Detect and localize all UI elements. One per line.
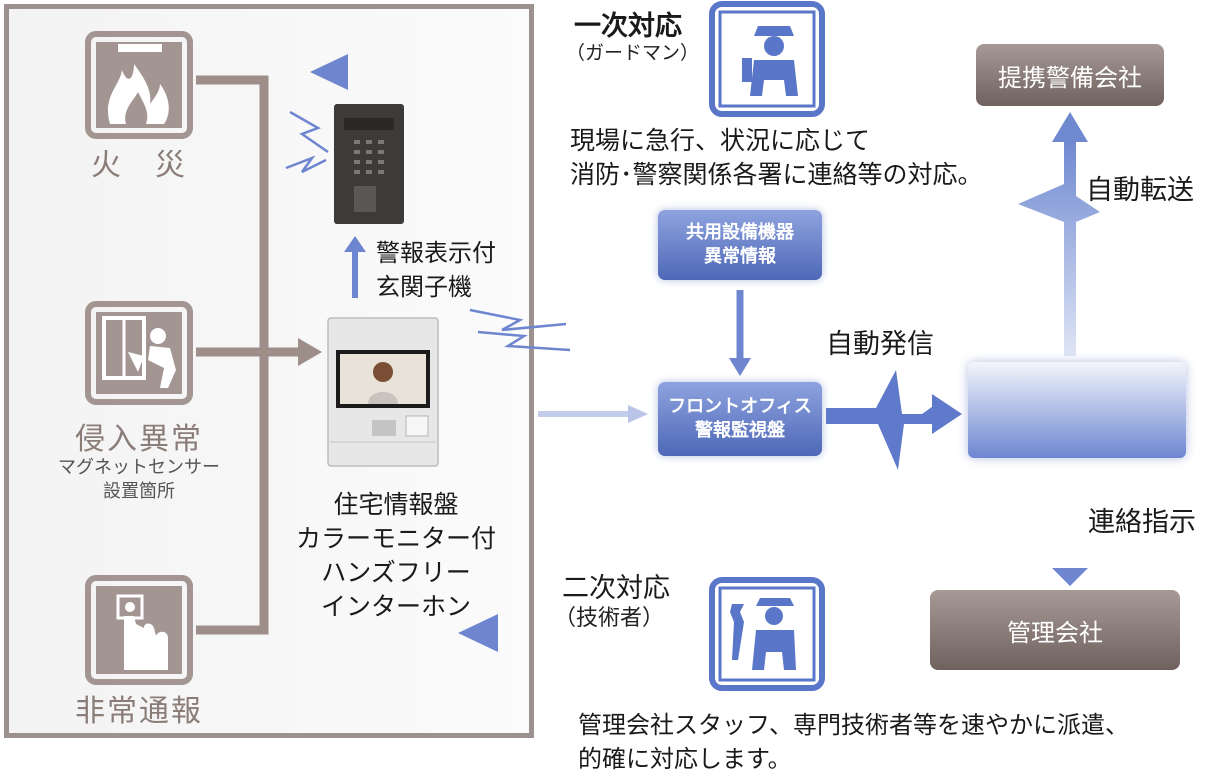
central-monitoring-box: [968, 362, 1186, 458]
guard-icon: [709, 1, 825, 117]
shared-equipment-box: 共用設備機器 異常情報: [658, 210, 822, 280]
front-office-box: フロントオフィス 警報監視盤: [658, 382, 822, 456]
primary-response-title: 一次対応: [574, 11, 682, 42]
auto-transfer-label: 自動転送: [1086, 175, 1194, 206]
sensor-connector-lines: [196, 75, 300, 635]
contact-arrow: [1052, 568, 1088, 586]
technician-icon: [709, 577, 825, 691]
contact-instruction-label: 連絡指示: [1088, 507, 1196, 538]
entrance-arrow: [344, 236, 366, 252]
partner-security-box: 提携警備会社: [976, 44, 1164, 106]
shared-equipment-label: 共用設備機器 異常情報: [686, 222, 794, 267]
partner-security-label: 提携警備会社: [998, 63, 1142, 92]
primary-response-sub: （ガードマン）: [566, 42, 700, 64]
primary-response-description: 現場に急行、状況に応じて 消防･警察関係各署に連絡等の対応。: [570, 126, 983, 189]
secondary-response-title: 二次対応: [562, 573, 670, 604]
fire-label: 火 災: [91, 148, 187, 183]
emergency-label: 非常通報: [75, 694, 203, 729]
management-company-label: 管理会社: [1007, 618, 1103, 647]
entrance-unit-label: 警報表示付 玄関子機: [376, 239, 496, 301]
shared-equipment-arrow: [729, 358, 751, 376]
secondary-response-sub: （技術者）: [554, 606, 665, 631]
wireless-signal-panel: [469, 308, 571, 352]
emergency-call-icon: [85, 575, 193, 685]
left-panel: [4, 4, 534, 738]
auto-call-arrow: [826, 370, 936, 470]
secondary-response-description: 管理会社スタッフ、専門技術者等を速やかに派遣、 的確に対応します。: [578, 711, 1130, 773]
entrance-unit-device: [334, 104, 404, 224]
sensor-arrow-head: [298, 338, 322, 366]
wireless-signal-entrance: [285, 110, 329, 174]
home-info-panel-device: [327, 317, 439, 467]
intrusion-sub-label: マグネットセンサー 設置箇所: [58, 457, 220, 502]
home-info-panel-label: 住宅情報盤 カラーモニター付 ハンズフリー インターホン: [295, 490, 496, 621]
fire-icon: [85, 31, 193, 139]
intrusion-icon: [85, 301, 193, 405]
auto-call-label: 自動発信: [826, 329, 934, 360]
intrusion-label: 侵入異常: [75, 422, 203, 457]
management-company-box: 管理会社: [930, 590, 1180, 670]
front-office-label: フロントオフィス 警報監視盤: [668, 396, 812, 441]
